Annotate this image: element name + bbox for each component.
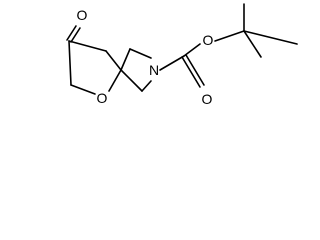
bond-ketone-c-to-ch2-top	[68, 40, 107, 52]
bond-n-to-azetidine-bottom	[141, 80, 152, 92]
bond-ring-oxygen-to-ch2-left	[70, 84, 96, 95]
bond-ch2-top-to-spiro	[105, 50, 122, 71]
bond-ester-o-to-tert-c	[214, 30, 245, 42]
bond-ketone-double-b	[70, 27, 81, 43]
bond-ketone-double-a	[66, 25, 77, 41]
bond-carbamate-double-a	[181, 56, 201, 88]
bond-azetidine-top-to-n	[129, 48, 152, 59]
ester-oxygen-label: O	[203, 32, 214, 48]
bonds	[66, 3, 298, 95]
bond-tert-c-to-methyl-bottom	[243, 30, 262, 58]
carbonyl-oxygen-label: O	[202, 91, 213, 107]
bond-spiro-to-azetidine-top	[120, 48, 131, 71]
azetidine-nitrogen-label: N	[149, 62, 159, 78]
bond-ch2-left-to-ketone-c	[68, 40, 72, 86]
ketone-oxygen-label: O	[77, 7, 88, 23]
bond-carbamate-c-to-ester-o	[183, 43, 201, 57]
skeletal-formula: O O N O O	[66, 3, 298, 107]
ring-oxygen-label: O	[97, 90, 108, 106]
bond-spiro-to-ring-oxygen	[108, 69, 122, 92]
bond-tert-c-to-methyl-right	[243, 30, 298, 45]
bond-n-to-carbamate-c	[159, 55, 185, 71]
atom-labels: O O N O O	[77, 7, 214, 107]
bond-azetidine-bottom-to-spiro	[120, 69, 143, 92]
bond-carbamate-double-b	[185, 54, 205, 86]
